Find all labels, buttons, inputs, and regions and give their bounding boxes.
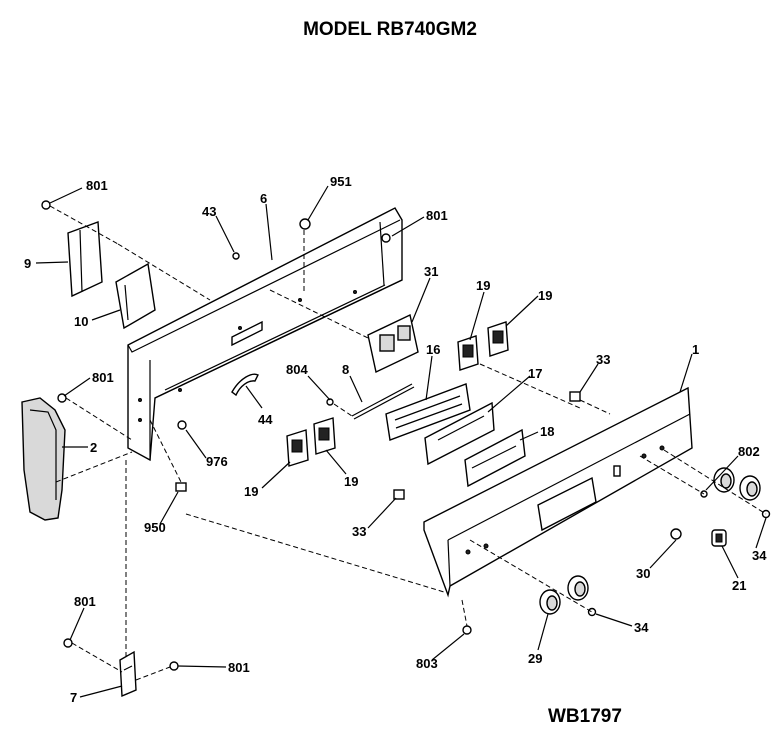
display-window	[537, 476, 597, 532]
callout-2: 2	[90, 440, 97, 455]
part-30	[670, 528, 682, 540]
screw-43	[232, 252, 240, 260]
control-board-16	[385, 383, 471, 441]
part-804	[326, 398, 334, 406]
clip-33-right	[569, 391, 581, 402]
backsplash-panel	[127, 207, 403, 462]
knob-right-b	[739, 475, 761, 501]
callout-801: 801	[74, 594, 96, 609]
callout-33: 33	[352, 524, 366, 539]
switch-19-b	[487, 321, 509, 357]
rod-8	[351, 383, 413, 417]
control-panel	[423, 386, 693, 598]
callout-29: 29	[528, 651, 542, 666]
callout-19: 19	[244, 484, 258, 499]
callout-19: 19	[476, 278, 490, 293]
callout-976: 976	[206, 454, 228, 469]
switch-19-c	[286, 429, 309, 467]
knob-29	[539, 589, 561, 615]
nut-951	[299, 218, 311, 230]
diagram-code: WB1797	[548, 706, 622, 727]
clip-33-left	[393, 489, 405, 500]
callout-950: 950	[144, 520, 166, 535]
callout-33: 33	[596, 352, 610, 367]
callout-6: 6	[260, 191, 267, 206]
callout-801: 801	[426, 208, 448, 223]
screw-801-bottom-right	[169, 661, 179, 671]
screw-803	[462, 625, 472, 635]
model-title: MODEL RB740GM2	[303, 19, 477, 40]
callout-801: 801	[228, 660, 250, 675]
callout-labels: 801 9 10 43 6 951 801 31 19 19 33 1 801 …	[24, 174, 767, 705]
left-end-cap	[21, 397, 66, 521]
screw-801-top	[41, 200, 51, 210]
screw-801-upper	[381, 233, 391, 243]
callout-16: 16	[426, 342, 440, 357]
screw-34-bottom	[587, 607, 597, 617]
callout-44: 44	[258, 412, 273, 427]
knob-21	[711, 529, 727, 547]
callout-19: 19	[538, 288, 552, 303]
switch-assembly-31	[367, 313, 419, 374]
leader-lines	[35, 185, 767, 698]
callout-34: 34	[752, 548, 767, 563]
bracket-10	[115, 262, 156, 330]
callout-10: 10	[74, 314, 88, 329]
callout-31: 31	[424, 264, 438, 279]
callout-801: 801	[86, 178, 108, 193]
callout-17: 17	[528, 366, 542, 381]
control-board-18	[464, 428, 526, 488]
callout-803: 803	[416, 656, 438, 671]
callout-30: 30	[636, 566, 650, 581]
assembly-lines	[49, 205, 767, 681]
knob-29b	[567, 575, 589, 601]
screw-801-bottom-left	[63, 638, 73, 648]
knob-right-a	[713, 467, 735, 493]
control-board-17	[424, 401, 495, 466]
part-950	[175, 482, 187, 492]
callout-951: 951	[330, 174, 352, 189]
screw-976	[177, 420, 187, 430]
bracket-7	[119, 650, 137, 698]
part-44-clip	[231, 373, 259, 397]
callout-801: 801	[92, 370, 114, 385]
switch-19-d	[313, 417, 336, 455]
callout-18: 18	[540, 424, 554, 439]
callout-21: 21	[732, 578, 746, 593]
callout-9: 9	[24, 256, 31, 271]
callout-19: 19	[344, 474, 358, 489]
callout-7: 7	[70, 690, 77, 705]
callout-43: 43	[202, 204, 216, 219]
callout-802: 802	[738, 444, 760, 459]
switch-19-a	[457, 335, 479, 371]
callout-1: 1	[692, 342, 699, 357]
callout-8: 8	[342, 362, 349, 377]
callout-804: 804	[286, 362, 308, 377]
bracket-9	[67, 221, 103, 298]
callout-34: 34	[634, 620, 649, 635]
